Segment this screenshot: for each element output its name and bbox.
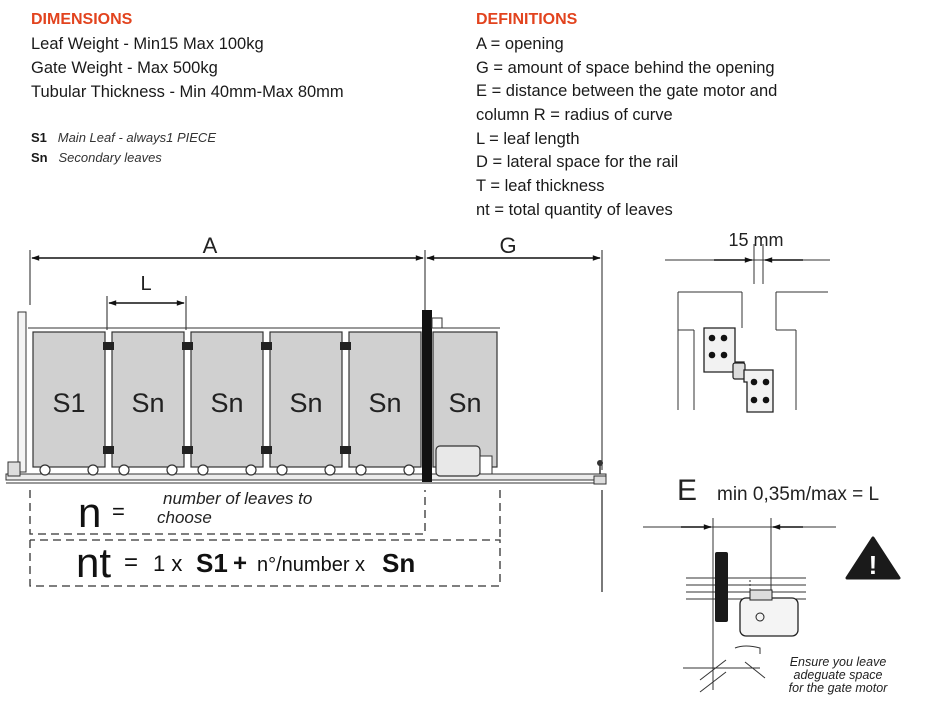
formula-nt-equals: = [124, 549, 138, 576]
definition-e: E = distance between the gate motor and [476, 82, 778, 100]
definition-nt: nt = total quantity of leaves [476, 201, 673, 219]
definitions-title: DEFINITIONS [476, 11, 578, 28]
definition-column-r: column R = radius of curve [476, 106, 673, 124]
motor-range-label: min 0,35m/max = L [717, 484, 879, 505]
legend-s1-code: S1 [31, 130, 47, 145]
formula-n-equals: = [112, 499, 125, 524]
legend-sn-desc: Secondary leaves [58, 150, 162, 165]
gate-leaf: Sn [432, 331, 498, 468]
gate-leaf: Sn [190, 331, 264, 476]
leaf-label-sn: Sn [448, 388, 481, 418]
dimension-gate-weight: Gate Weight - Max 500kg [31, 59, 218, 77]
leaf-label-sn: Sn [131, 388, 164, 418]
legend-sn: Sn Secondary leaves [31, 148, 162, 167]
hinge-gap-label: 15 mm [728, 230, 783, 250]
motor-note-line: adeguate space [793, 668, 883, 682]
formula-n-text-1: number of leaves to [163, 489, 312, 508]
definition-t: T = leaf thickness [476, 177, 605, 195]
dimensions-title: DIMENSIONS [31, 11, 133, 28]
formula-boxes [29, 490, 603, 592]
formula-nt-coef: 1 x [153, 551, 182, 576]
formula-n-text-2: choose [157, 508, 212, 527]
dimension-a-g: A G [29, 233, 603, 470]
formula-n-symbol: n [78, 489, 101, 536]
leaf-label-sn: Sn [210, 388, 243, 418]
motor-note-line: Ensure you leave [789, 655, 887, 669]
gate-leaf: Sn [269, 331, 343, 476]
dimension-leaf-weight: Leaf Weight - Min15 Max 100kg [31, 35, 264, 53]
dimension-g-label: G [499, 233, 516, 258]
dimension-a-label: A [203, 233, 218, 258]
definition-g: G = amount of space behind the opening [476, 59, 775, 77]
formula-nt-sn: Sn [382, 548, 415, 578]
gate-leaf: S1 [32, 331, 106, 476]
leaf-label-sn: Sn [289, 388, 322, 418]
motor-note: Ensure you leave adeguate space for the … [776, 656, 900, 695]
legend-sn-code: Sn [31, 150, 48, 165]
gate-leaf: Sn [111, 331, 185, 476]
motor-note-line: for the gate motor [788, 681, 888, 695]
warning-glyph: ! [869, 550, 878, 580]
leaf-label-s1: S1 [52, 388, 85, 418]
legend-s1-desc: Main Leaf - always1 PIECE [57, 130, 216, 145]
hinge-detail: 15 mm [665, 230, 830, 413]
leaf-label-sn: Sn [368, 388, 401, 418]
gate-leaf: Sn [348, 331, 422, 476]
formula-nt-symbol: nt [76, 539, 111, 586]
warning-icon: ! [845, 536, 901, 580]
dimension-l-label: L [140, 273, 151, 295]
formula-nt-number: n°/number x [257, 554, 365, 576]
definition-a: A = opening [476, 35, 564, 53]
definition-d: D = lateral space for the rail [476, 153, 679, 171]
legend-s1: S1 Main Leaf - always1 PIECE [31, 128, 216, 147]
formula-nt-s1: S1 [196, 548, 228, 578]
dimension-l: L [106, 273, 187, 330]
motor-detail: E min 0,35m/max = L [643, 474, 879, 693]
dimension-tubular-thickness: Tubular Thickness - Min 40mm-Max 80mm [31, 83, 344, 101]
gate-illustration: S1 Sn Sn Sn Sn [5, 310, 607, 485]
definition-l: L = leaf length [476, 130, 580, 148]
motor-e-label: E [677, 474, 697, 507]
formula-nt-plus: + [233, 550, 247, 577]
